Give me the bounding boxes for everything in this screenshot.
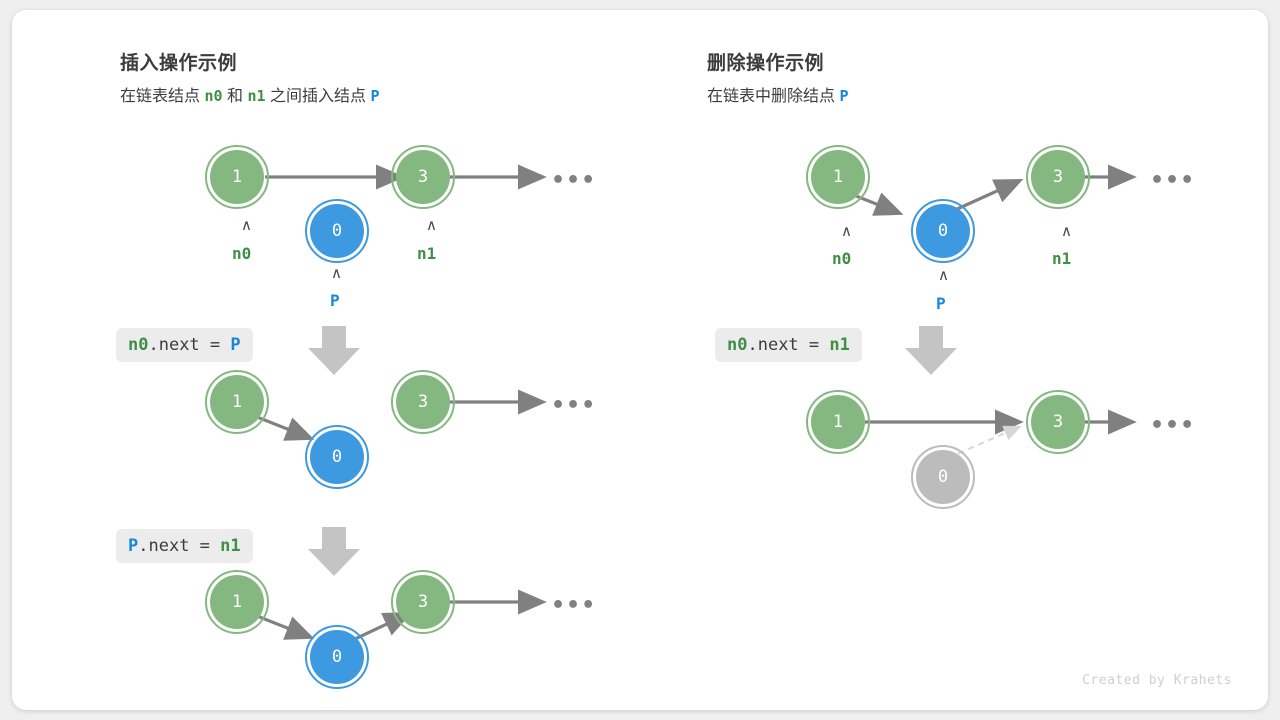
- node-value: 0: [937, 467, 949, 487]
- pointer-label-n0-insert: n0: [232, 244, 252, 263]
- node-value: 1: [231, 592, 243, 612]
- ellipsis-delete-row0: •••: [1150, 168, 1196, 193]
- credit-text: Created by Krahets: [1082, 673, 1232, 688]
- chip-source: n1: [220, 536, 241, 556]
- panel-title-insert: 插入操作示例: [120, 53, 238, 74]
- caret-icon-n1-insert: ∧: [426, 216, 437, 234]
- subtitle-text-3: 之间插入结点: [269, 88, 366, 105]
- ellipsis-insert-row2: •••: [551, 593, 597, 618]
- node-p-delete-row0: 0: [911, 199, 975, 263]
- ellipsis-insert-row0: •••: [551, 168, 597, 193]
- subtitle-text-1: 在链表结点: [120, 88, 201, 105]
- node-n1-insert-row2: 3: [391, 570, 455, 634]
- subtitle-var-p: P: [839, 87, 849, 105]
- caret-icon-p-insert: ∧: [331, 264, 342, 282]
- node-n0-insert-row1: 1: [205, 370, 269, 434]
- node-n1-delete-row1: 3: [1026, 390, 1090, 454]
- node-deleted-delete-row1: 0: [911, 445, 975, 509]
- ellipsis-insert-row1: •••: [551, 393, 597, 418]
- node-n0-insert-row2: 1: [205, 570, 269, 634]
- subtitle-text-2: 和: [226, 88, 243, 105]
- node-n1-insert-row1: 3: [391, 370, 455, 434]
- code-chip-insert-step-1: n0.next = P: [116, 328, 253, 363]
- code-chip-insert-step-2: P.next = n1: [116, 529, 253, 564]
- subtitle-var-n0: n0: [204, 87, 223, 105]
- chip-middle: .next =: [138, 536, 221, 556]
- node-p-insert-row0: 0: [305, 199, 369, 263]
- diagram-card: 插入操作示例 在链表结点 n0 和 n1 之间插入结点 P 1 ∧ n0 0 ∧…: [12, 10, 1268, 710]
- node-p-insert-row2: 0: [305, 625, 369, 689]
- node-value: 3: [417, 392, 429, 412]
- node-value: 1: [832, 167, 844, 187]
- node-value: 1: [231, 392, 243, 412]
- caret-icon-n0-insert: ∧: [241, 216, 252, 234]
- chip-target: P: [128, 536, 139, 556]
- panel-title-delete: 删除操作示例: [707, 53, 825, 74]
- node-value: 3: [417, 167, 429, 187]
- pointer-label-n1-insert: n1: [417, 244, 437, 263]
- chip-target: n0: [727, 335, 748, 355]
- pointer-label-n0-delete: n0: [832, 249, 852, 268]
- node-n0-delete-row0: 1: [806, 145, 870, 209]
- node-n1-delete-row0: 3: [1026, 145, 1090, 209]
- node-value: 1: [231, 167, 243, 187]
- subtitle-var-n1: n1: [247, 87, 266, 105]
- node-n0-insert-row0: 1: [205, 145, 269, 209]
- caret-icon-p-delete: ∧: [938, 266, 949, 284]
- panel-insert: 插入操作示例 在链表结点 n0 和 n1 之间插入结点 P 1 ∧ n0 0 ∧…: [12, 10, 640, 710]
- node-n1-insert-row0: 3: [391, 145, 455, 209]
- node-value: 3: [1052, 167, 1064, 187]
- panel-delete: 删除操作示例 在链表中删除结点 P 1 ∧ n0 0 ∧ P 3 ∧ n1 ••…: [602, 10, 1268, 710]
- chip-source: n1: [829, 335, 850, 355]
- chip-middle: .next =: [747, 335, 830, 355]
- subtitle-text-1: 在链表中删除结点: [707, 88, 836, 105]
- node-value: 0: [331, 221, 343, 241]
- pointer-label-p-delete: P: [936, 294, 946, 313]
- caret-icon-n0-delete: ∧: [841, 222, 852, 240]
- node-p-insert-row1: 0: [305, 425, 369, 489]
- node-value: 3: [1052, 412, 1064, 432]
- pointer-label-n1-delete: n1: [1052, 249, 1072, 268]
- panel-subtitle-delete: 在链表中删除结点 P: [707, 82, 849, 106]
- panel-subtitle-insert: 在链表结点 n0 和 n1 之间插入结点 P: [120, 82, 379, 106]
- ellipsis-delete-row1: •••: [1150, 413, 1196, 438]
- caret-icon-n1-delete: ∧: [1061, 222, 1072, 240]
- pointer-label-p-insert: P: [330, 291, 340, 310]
- chip-source: P: [230, 335, 241, 355]
- chip-middle: .next =: [148, 335, 231, 355]
- node-n0-delete-row1: 1: [806, 390, 870, 454]
- node-value: 3: [417, 592, 429, 612]
- subtitle-var-p: P: [370, 87, 380, 105]
- chip-target: n0: [128, 335, 149, 355]
- node-value: 1: [832, 412, 844, 432]
- code-chip-delete-step-1: n0.next = n1: [715, 328, 862, 363]
- node-value: 0: [331, 647, 343, 667]
- node-value: 0: [331, 447, 343, 467]
- node-value: 0: [937, 221, 949, 241]
